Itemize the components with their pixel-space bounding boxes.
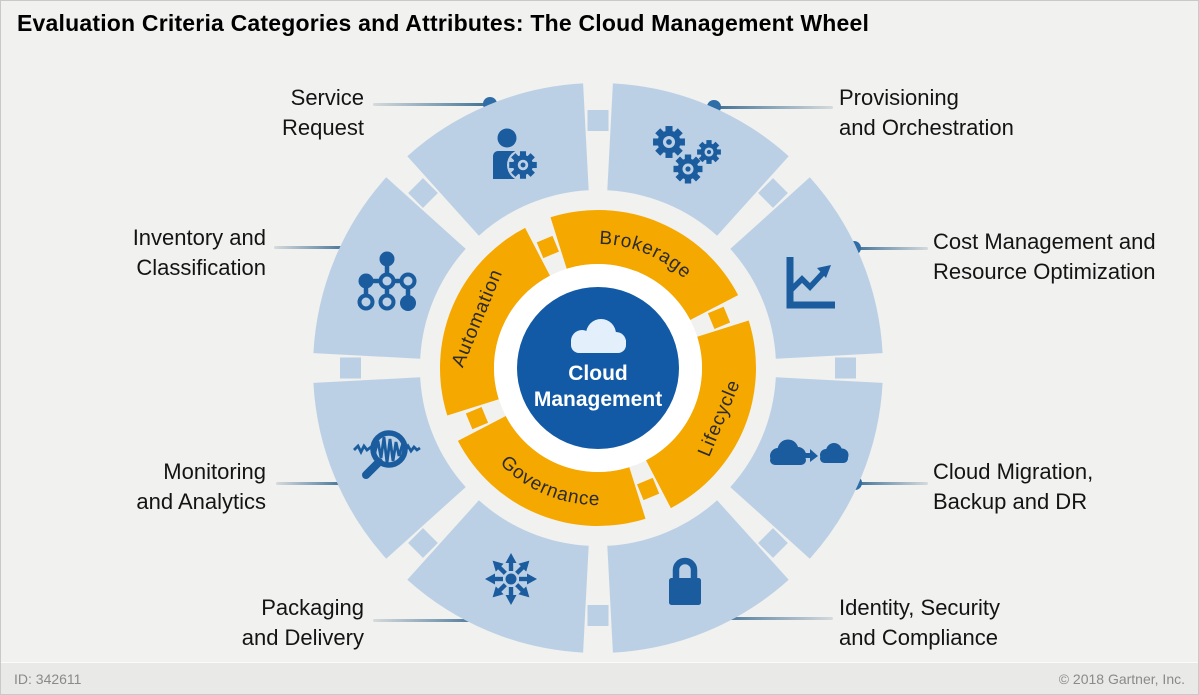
gap-square xyxy=(536,235,559,259)
magnifier-waveform-icon xyxy=(353,430,421,479)
label-monitoring: Monitoring and Analytics xyxy=(136,457,266,517)
inner-ring xyxy=(440,210,756,526)
connector-line-cost-management xyxy=(854,247,928,250)
label-service-request: Service Request xyxy=(282,83,364,143)
gap-square xyxy=(707,306,731,329)
gap-square xyxy=(587,605,609,626)
gap-square xyxy=(340,357,361,379)
label-line: Classification xyxy=(136,255,266,280)
label-line: and Compliance xyxy=(839,625,998,650)
segment-automation xyxy=(440,227,550,416)
label-cloud-migration: Cloud Migration, Backup and DR xyxy=(933,457,1093,517)
segment-cloud-migration xyxy=(730,377,883,559)
label-line: and Orchestration xyxy=(839,115,1014,140)
gap-square xyxy=(465,407,489,430)
connector-line-service-request xyxy=(373,103,489,106)
radiating-arrows-icon xyxy=(485,553,537,605)
connector-line-provisioning xyxy=(714,106,833,109)
gap-square xyxy=(637,477,660,501)
segment-inventory xyxy=(313,177,466,359)
label-packaging: Packaging and Delivery xyxy=(242,593,364,653)
network-nodes-icon xyxy=(357,251,417,311)
segment-governance xyxy=(457,416,646,526)
line-chart-arrow-icon xyxy=(786,257,835,309)
segment-packaging xyxy=(407,500,589,653)
center-label-line2: Management xyxy=(534,388,662,411)
label-line: Provisioning xyxy=(839,85,959,110)
person-gear-icon xyxy=(493,128,539,181)
segment-identity-security xyxy=(607,500,789,653)
label-identity-security: Identity, Security and Compliance xyxy=(839,593,1000,653)
footer-copyright: © 2018 Gartner, Inc. xyxy=(1058,671,1185,687)
label-line: Service xyxy=(290,85,364,110)
label-line: Monitoring xyxy=(163,459,266,484)
label-line: and Analytics xyxy=(136,489,266,514)
connector-line-cloud-migration xyxy=(855,482,928,485)
connector-line-inventory xyxy=(274,246,348,249)
label-cost-management: Cost Management and Resource Optimizatio… xyxy=(933,227,1156,287)
gap-square xyxy=(835,357,856,379)
connector-line-monitoring xyxy=(276,482,345,485)
page-title: Evaluation Criteria Categories and Attri… xyxy=(17,10,870,36)
label-inventory: Inventory and Classification xyxy=(133,223,266,283)
footer: ID: 342611 © 2018 Gartner, Inc. xyxy=(1,662,1198,694)
footer-id: ID: 342611 xyxy=(14,671,82,687)
label-line: Resource Optimization xyxy=(933,259,1156,284)
center-circle xyxy=(517,287,679,449)
cloud-icon xyxy=(571,319,626,353)
connector-line-packaging xyxy=(373,619,486,622)
label-line: Backup and DR xyxy=(933,489,1088,514)
label-line: Request xyxy=(282,115,364,140)
label-line: Cost Management and xyxy=(933,229,1156,254)
label-line: Cloud Migration, xyxy=(933,459,1094,484)
segment-brokerage xyxy=(550,210,739,320)
label-provisioning: Provisioning and Orchestration xyxy=(839,83,1014,143)
segment-cost-management xyxy=(730,177,883,359)
connector-line-identity-security xyxy=(714,617,833,620)
outer-ring-icons xyxy=(353,126,849,605)
label-line: and Delivery xyxy=(241,625,364,650)
center-label-line1: Cloud xyxy=(568,362,627,385)
segment-lifecycle xyxy=(646,320,756,509)
gap-square xyxy=(587,110,609,131)
cloud-management-wheel: Brokerage Governance Automation Lifecycl… xyxy=(313,83,883,653)
segment-monitoring xyxy=(313,377,466,559)
label-line: Inventory and xyxy=(132,225,266,250)
padlock-icon xyxy=(669,557,701,605)
label-line: Packaging xyxy=(261,595,364,620)
label-line: Identity, Security xyxy=(839,595,1000,620)
cloud-transfer-icon xyxy=(770,439,849,465)
